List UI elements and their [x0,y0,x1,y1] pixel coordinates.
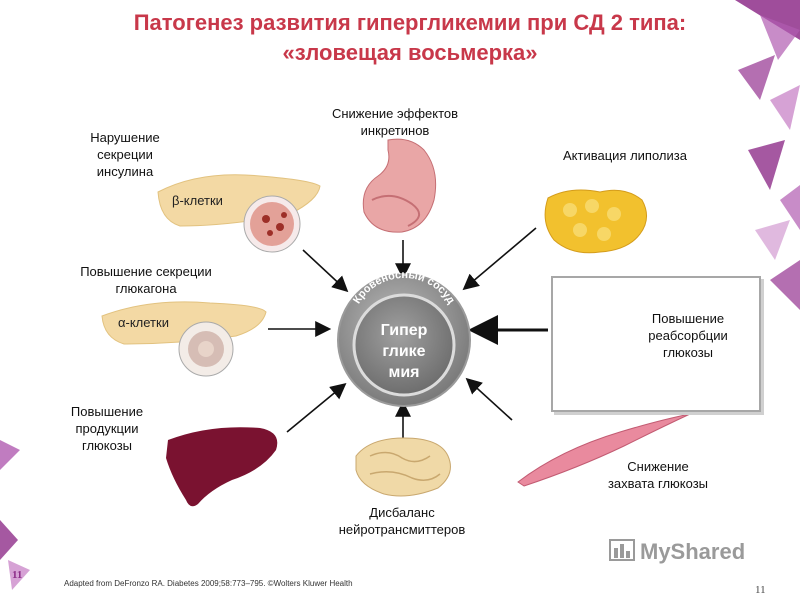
label-alpha-cells: α-клетки [118,315,169,330]
kidney-box [551,276,761,412]
label-reabsorption-line-2: реабсорбции [648,328,728,343]
muscle-illustration [517,413,691,487]
arrow-muscle [465,377,513,421]
label-insulin-line-2: секреции [97,147,153,162]
arrows [268,227,548,440]
label-uptake: Снижение захвата глюкозы [584,458,732,492]
label-reabsorption-line-1: Повышение [651,311,725,326]
decorative-triangles-left [0,440,30,590]
label-uptake-line-1: Снижение [627,459,689,474]
pancreas-beta-illustration [157,174,321,253]
label-insulin-line-3: инсулина [96,164,154,179]
label-neurotransmitters-line-1: Дисбаланс [369,505,435,520]
label-neurotransmitters-line-2: нейротрансмиттеров [338,522,466,537]
center-label: Гипер глике мия [364,320,444,383]
arrow-lipolysis [462,227,537,291]
logo-text[interactable]: MyShared [640,539,746,564]
label-reabsorption: Повышение реабсорбции глюкозы [636,310,740,361]
label-glucagon: Повышение секреции глюкагона [56,263,236,297]
label-uptake-line-2: захвата глюкозы [607,476,709,491]
brain-illustration [355,437,451,497]
label-incretin-line-1: Снижение эффектов [331,106,459,121]
label-lipolysis: Активация липолиза [563,148,687,163]
center-line-1: Гипер [380,322,428,339]
label-insulin: Нарушение секреции инсулина [70,129,180,180]
page-title: Патогенез развития гипергликемии при СД … [40,8,780,68]
label-insulin-line-1: Нарушение [90,130,160,145]
page-number-left: 11 [12,569,23,581]
liver-illustration [166,427,278,507]
label-incretin-line-2: инкретинов [360,123,430,138]
stomach-illustration [362,138,437,233]
label-glucose-production-line-1: Повышение [70,404,144,419]
label-neurotransmitters: Дисбаланс нейротрансмиттеров [318,504,486,538]
adipose-illustration [544,189,647,254]
label-glucose-production-line-2: продукции [75,421,139,436]
center-line-3: мия [388,364,420,381]
title-line-1: Патогенез развития гипергликемии при СД … [133,10,687,35]
arrow-insulin [302,249,349,293]
label-glucose-production-line-3: глюкозы [81,438,132,453]
page-number-right: 11 [755,584,766,596]
label-incretin: Снижение эффектов инкретинов [306,105,484,139]
pancreas-alpha-illustration [101,301,267,377]
label-glucagon-line-1: Повышение секреции [80,264,212,279]
label-glucagon-line-2: глюкагона [115,281,177,296]
decorative-triangles-top [735,0,800,310]
center-line-2: глике [382,343,426,360]
label-beta-cells: β-клетки [172,193,223,208]
logo-icon [609,539,635,561]
citation: Adapted from DeFronzo RA. Diabetes 2009;… [64,579,353,588]
label-reabsorption-line-3: глюкозы [662,345,713,360]
title-line-2: «зловещая восьмерка» [282,40,538,65]
arrow-liver [286,382,347,433]
label-glucose-production: Повышение продукции глюкозы [52,403,162,454]
